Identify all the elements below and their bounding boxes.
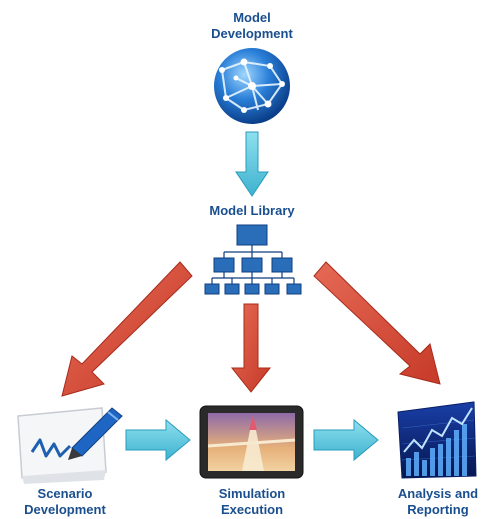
tablet-map-icon	[199, 405, 304, 479]
label-simulation-execution: Simulation Execution	[197, 486, 307, 518]
arrow-library-to-simulation	[230, 303, 272, 393]
label-scenario-line2: Development	[24, 502, 106, 517]
arrow-scenario-to-simulation	[125, 418, 191, 462]
label-simulation-line1: Simulation	[218, 486, 286, 501]
label-analysis-line2: Reporting	[407, 502, 469, 517]
label-analysis-line1: Analysis and	[397, 486, 479, 501]
label-model-library-text: Model Library	[209, 203, 295, 218]
arrow-development-to-library	[235, 131, 269, 197]
arrow-simulation-to-analysis	[313, 418, 379, 462]
chart-analytics-icon	[397, 401, 477, 479]
label-scenario-line1: Scenario	[37, 486, 93, 501]
arrow-library-to-analysis	[313, 261, 441, 385]
label-simulation-line2: Execution	[220, 502, 284, 517]
pen-writing-icon	[17, 407, 123, 484]
label-model-development-line1: Model	[233, 10, 271, 25]
label-model-library: Model Library	[187, 203, 317, 219]
label-analysis-reporting: Analysis and Reporting	[383, 486, 493, 518]
label-scenario-development: Scenario Development	[10, 486, 120, 518]
globe-network-icon	[214, 48, 290, 124]
arrow-library-to-scenario	[61, 261, 193, 397]
label-model-development-line2: Development	[211, 26, 293, 41]
org-chart-icon	[204, 224, 302, 295]
label-model-development: Model Development	[197, 10, 307, 42]
